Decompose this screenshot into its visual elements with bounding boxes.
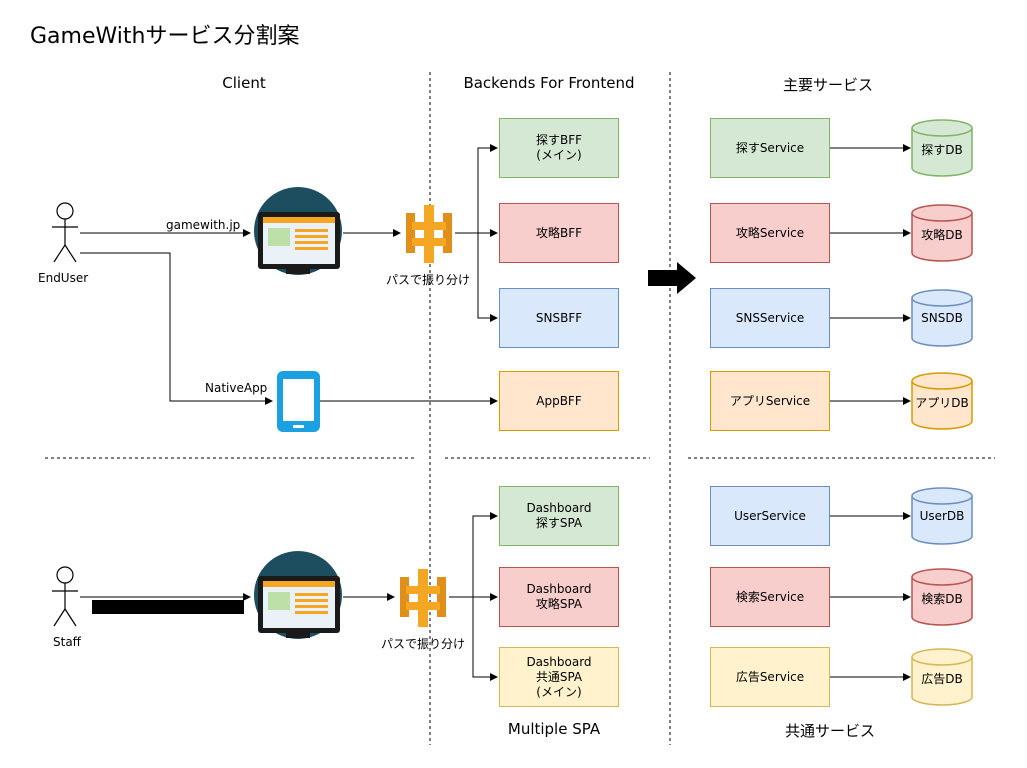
database-icon: [911, 568, 973, 626]
edge-gateway-search-spa: [449, 512, 498, 598]
link-label-native: NativeApp: [205, 381, 268, 395]
section-multiple-spa: Multiple SPA: [507, 720, 601, 738]
bff-app: AppBFF: [499, 371, 619, 431]
right-arrow-icon: [648, 262, 696, 294]
service-sns: SNSService: [710, 288, 830, 348]
database-icon: [911, 289, 973, 347]
db-label-find: 検索DB: [921, 592, 963, 606]
section-shared-services: 共通サービス: [784, 722, 875, 740]
database-icon: [911, 204, 973, 262]
bff-search: 探すBFF (メイン): [499, 118, 619, 178]
bff-strategy: 攻略BFF: [499, 203, 619, 263]
service-user: UserService: [710, 486, 830, 546]
db-label-user: UserDB: [919, 509, 965, 523]
api-gateway-icon: [400, 569, 446, 627]
service-find: 検索Service: [710, 567, 830, 627]
db-label-ad: 広告DB: [921, 672, 963, 686]
spa-strategy: Dashboard 攻略SPA: [499, 567, 619, 627]
actor-label-enduser: EndUser: [38, 271, 89, 285]
database-icon: [911, 487, 973, 545]
section-bff: Backends For Frontend: [463, 74, 635, 92]
database-icon: [911, 372, 973, 430]
link-label-web: gamewith.jp: [166, 218, 241, 232]
service-ad: 広告Service: [710, 647, 830, 707]
bff-sns: SNSBFF: [499, 288, 619, 348]
db-label-sns: SNSDB: [921, 311, 963, 325]
person-icon: [52, 202, 78, 263]
person-icon: [52, 566, 78, 627]
database-icon: [911, 648, 973, 706]
service-strategy: 攻略Service: [710, 203, 830, 263]
gateway-label: パスで振り分け: [381, 637, 466, 651]
actor-label-staff: Staff: [53, 635, 81, 649]
gateway-label: パスで振り分け: [386, 273, 471, 287]
spa-search: Dashboard 探すSPA: [499, 486, 619, 546]
edge-gateway-sns-bff: [477, 233, 498, 322]
db-label-strategy: 攻略DB: [921, 228, 963, 242]
database-icon: [911, 119, 973, 177]
redacted-label: [92, 600, 244, 614]
db-label-search: 探すDB: [921, 143, 963, 157]
page-title: GameWithサービス分割案: [30, 24, 300, 49]
edge-gateway-common-spa: [472, 597, 498, 681]
section-client: Client: [222, 74, 266, 92]
smartphone-icon: [277, 371, 320, 432]
service-search: 探すService: [710, 118, 830, 178]
spa-common: Dashboard 共通SPA (メイン): [499, 647, 619, 707]
edge-gateway-search-bff: [455, 144, 498, 234]
section-main-services: 主要サービス: [782, 76, 873, 94]
api-gateway-icon: [406, 205, 452, 263]
monitor-browser-icon: [254, 551, 342, 639]
edge-enduser-native: [80, 252, 273, 405]
service-app: アプリService: [710, 371, 830, 431]
db-label-app: アプリDB: [915, 396, 969, 410]
monitor-browser-icon: [254, 187, 342, 275]
